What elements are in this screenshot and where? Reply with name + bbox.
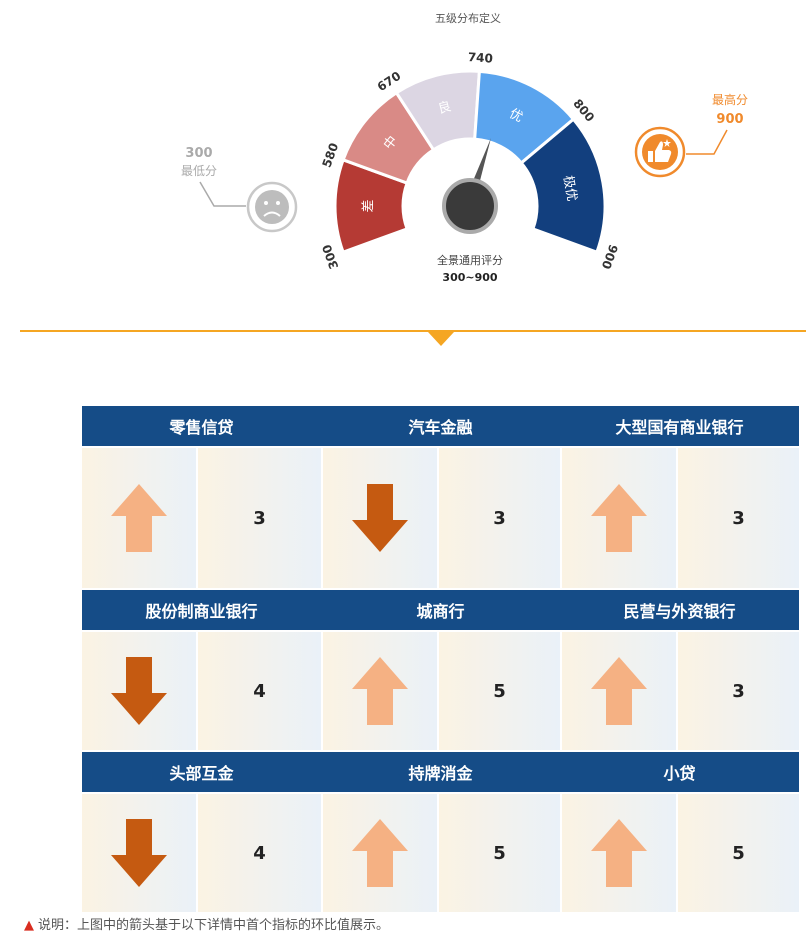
trend-cell	[562, 632, 676, 750]
trend-cell	[562, 448, 676, 588]
segment-value: 3	[678, 448, 799, 588]
band-label-excellent: 优	[507, 106, 525, 125]
segment-card: 3	[560, 632, 799, 750]
segment-card: 3	[321, 448, 560, 588]
min-value: 300	[185, 146, 212, 161]
segment-card: 3	[560, 448, 799, 588]
tick-900: 900	[599, 243, 621, 271]
trend-arrow-icon	[352, 819, 408, 887]
segment-value: 3	[439, 448, 560, 588]
segment-value: 4	[198, 632, 321, 750]
segment-card: 4	[82, 632, 321, 750]
min-connector	[199, 181, 246, 207]
trend-cell	[323, 632, 437, 750]
sad-face-icon	[246, 181, 298, 233]
divider-pointer-icon	[428, 332, 454, 346]
gauge-band-outstanding	[519, 117, 607, 255]
thumbs-up-icon	[634, 126, 686, 178]
gauge-title: 五级分布定义	[435, 11, 501, 25]
segment-card: 5	[321, 632, 560, 750]
trend-cell	[323, 794, 437, 912]
min-label: 最低分	[181, 164, 217, 178]
gauge-hub	[442, 178, 498, 234]
tick-580: 580	[320, 141, 342, 169]
segment-title: 汽车金融	[408, 418, 473, 437]
note-marker-icon: ▲	[24, 918, 34, 933]
header-row: 零售信贷 汽车金融 大型国有商业银行	[82, 406, 799, 446]
segment-row: 4 5 3	[82, 632, 799, 750]
trend-cell	[562, 794, 676, 912]
segment-title: 零售信贷	[169, 418, 234, 437]
trend-arrow-icon	[111, 657, 167, 725]
trend-arrow-icon	[111, 819, 167, 887]
center-range: 300~900	[442, 271, 497, 284]
trend-cell	[323, 448, 437, 588]
segment-title: 股份制商业银行	[145, 602, 258, 621]
trend-arrow-icon	[111, 484, 167, 552]
segment-title: 城商行	[416, 602, 465, 621]
segment-title: 持牌消金	[408, 764, 473, 783]
segment-card: 5	[560, 794, 799, 912]
max-value: 900	[716, 112, 743, 127]
trend-arrow-icon	[591, 819, 647, 887]
segment-value: 5	[439, 632, 560, 750]
segment-row: 3 3 3	[82, 448, 799, 588]
footnote-text: 说明：上图中的箭头基于以下详情中首个指标的环比值展示。	[38, 918, 390, 933]
segment-card: 3	[82, 448, 321, 588]
segment-row: 4 5 5	[82, 794, 799, 912]
segment-title: 头部互金	[169, 764, 234, 783]
tick-740: 740	[467, 50, 493, 66]
section-divider	[20, 330, 806, 332]
score-gauge: 五级分布定义 差 中 良 优 极优 300 580 670 740 800 90…	[181, 11, 748, 284]
segment-value: 5	[439, 794, 560, 912]
trend-cell	[82, 794, 196, 912]
segment-value: 5	[678, 794, 799, 912]
footnote: ▲ 说明：上图中的箭头基于以下详情中首个指标的环比值展示。	[24, 914, 389, 933]
header-row: 头部互金 持牌消金 小贷	[82, 752, 799, 792]
band-label-outstanding: 极优	[560, 174, 579, 202]
segment-card: 5	[321, 794, 560, 912]
segment-value: 3	[198, 448, 321, 588]
segment-value: 4	[198, 794, 321, 912]
segment-title: 大型国有商业银行	[615, 418, 744, 437]
max-connector	[686, 129, 728, 155]
band-label-poor: 差	[362, 199, 377, 212]
segment-title: 民营与外资银行	[623, 602, 736, 621]
trend-arrow-icon	[352, 484, 408, 552]
segment-value: 3	[678, 632, 799, 750]
segment-card: 4	[82, 794, 321, 912]
tick-300: 300	[320, 243, 342, 271]
band-label-good: 良	[436, 98, 453, 117]
center-label: 全景通用评分	[437, 253, 503, 267]
max-label: 最高分	[712, 92, 748, 107]
trend-arrow-icon	[352, 657, 408, 725]
trend-cell	[82, 448, 196, 588]
trend-arrow-icon	[591, 484, 647, 552]
trend-cell	[82, 632, 196, 750]
segment-title: 小贷	[663, 764, 696, 783]
trend-arrow-icon	[591, 657, 647, 725]
segment-grid: 零售信贷 汽车金融 大型国有商业银行 3 3 3 股份制商业银行 城商行 民营与…	[82, 406, 799, 912]
header-row: 股份制商业银行 城商行 民营与外资银行	[82, 590, 799, 630]
